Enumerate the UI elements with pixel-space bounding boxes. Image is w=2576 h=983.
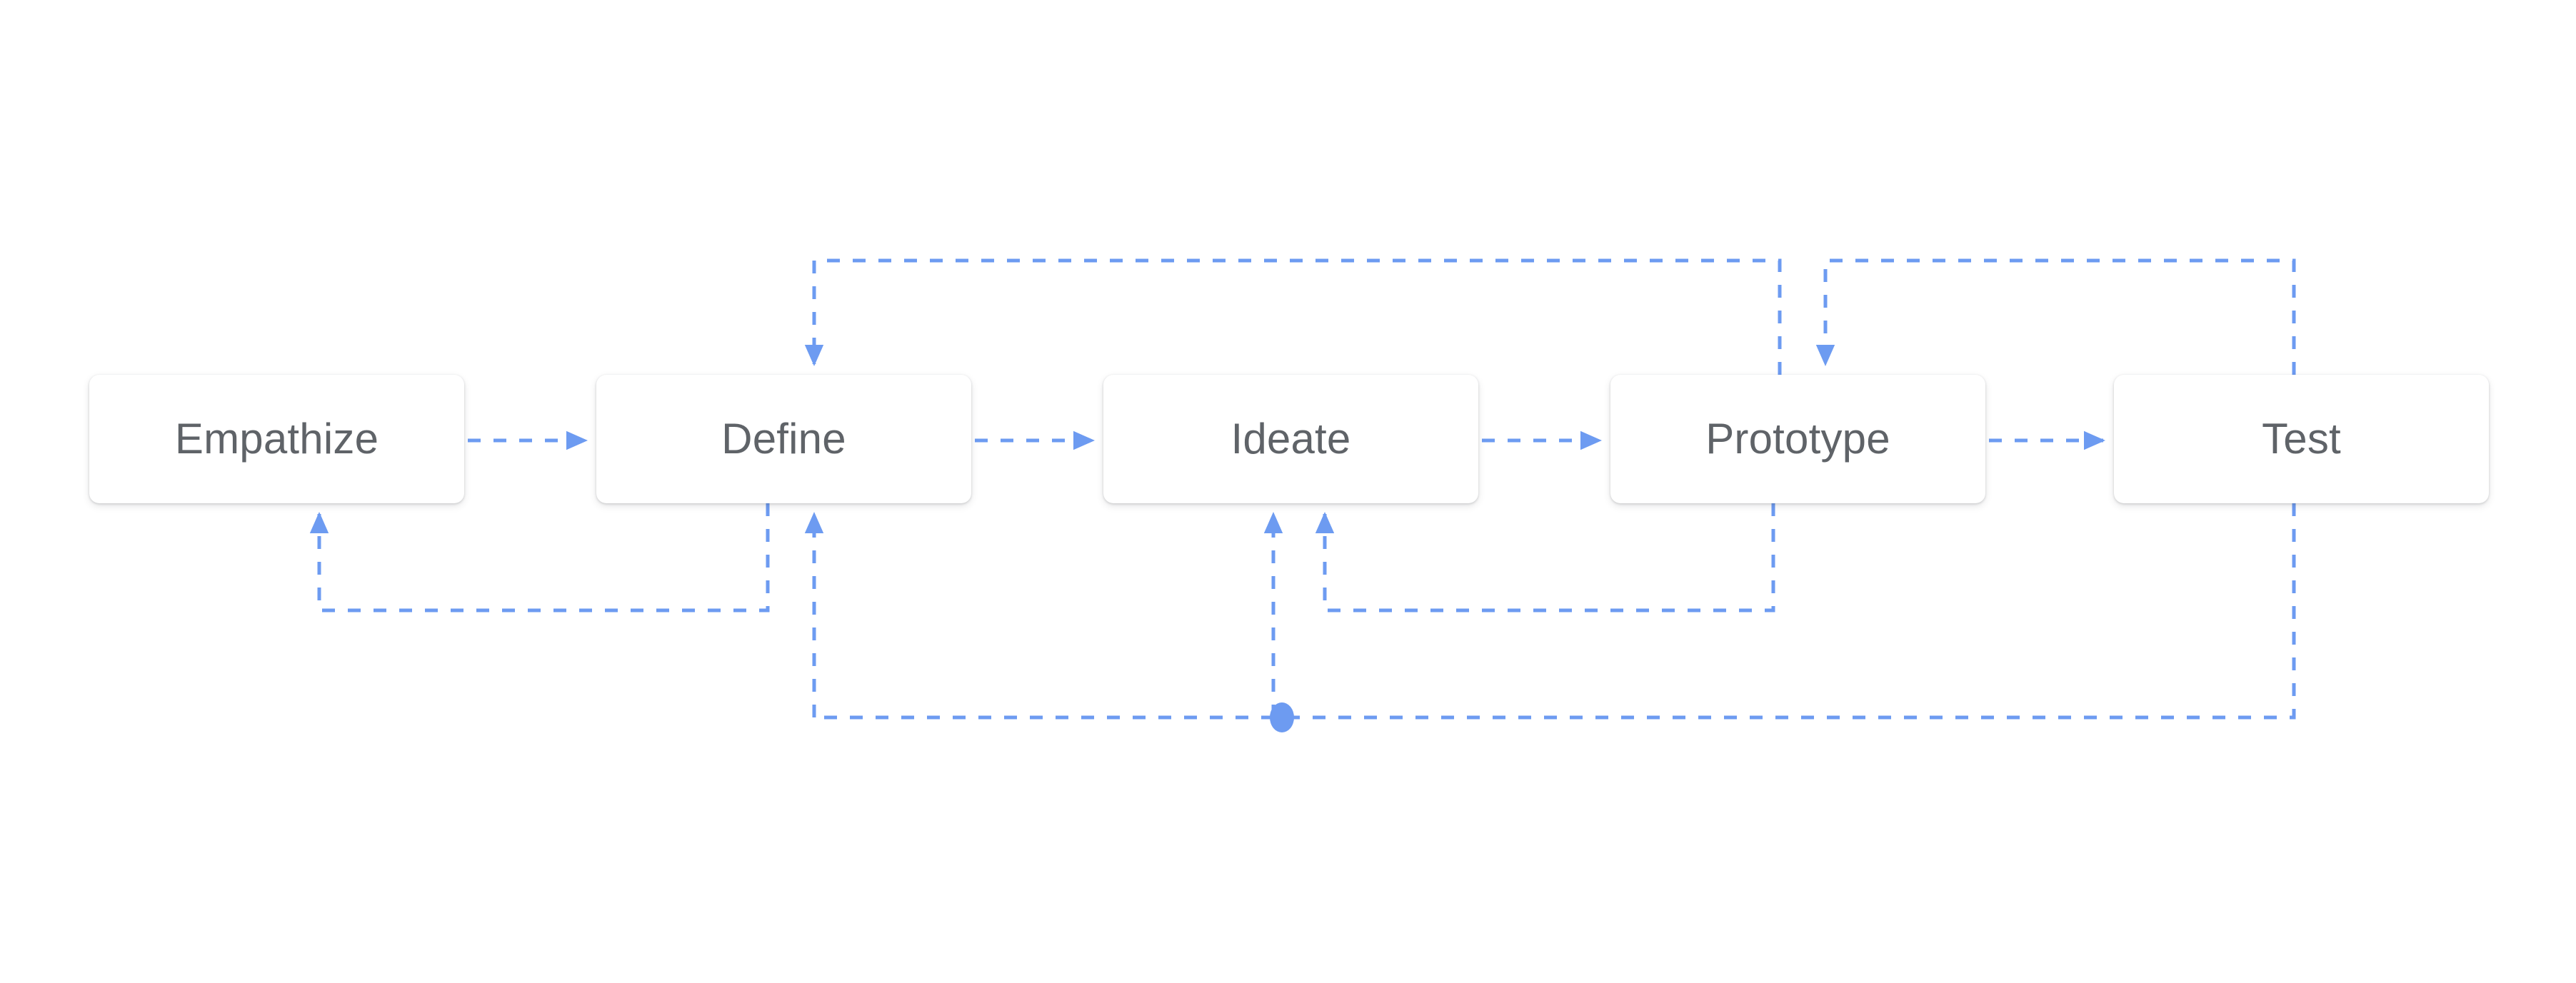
edge-prototype-to-ideate xyxy=(1315,503,1775,613)
feedback-junction-dot xyxy=(1270,702,1294,732)
edge-test-bottom-riser xyxy=(814,503,2296,720)
node-label-define: Define xyxy=(721,415,846,463)
edge-test-to-prototype xyxy=(1815,258,2296,375)
node-ideate[interactable]: Ideate xyxy=(1103,375,1478,503)
node-label-prototype: Prototype xyxy=(1705,415,1890,463)
node-define[interactable]: Define xyxy=(596,375,971,503)
node-label-empathize: Empathize xyxy=(174,415,379,463)
edge-prototype-to-define xyxy=(804,258,1782,375)
node-prototype[interactable]: Prototype xyxy=(1610,375,1985,503)
node-label-test: Test xyxy=(2262,415,2341,463)
node-label-ideate: Ideate xyxy=(1231,415,1351,463)
edge-define-to-empathize xyxy=(309,503,770,613)
node-test[interactable]: Test xyxy=(2114,375,2489,503)
node-empathize[interactable]: Empathize xyxy=(89,375,464,503)
